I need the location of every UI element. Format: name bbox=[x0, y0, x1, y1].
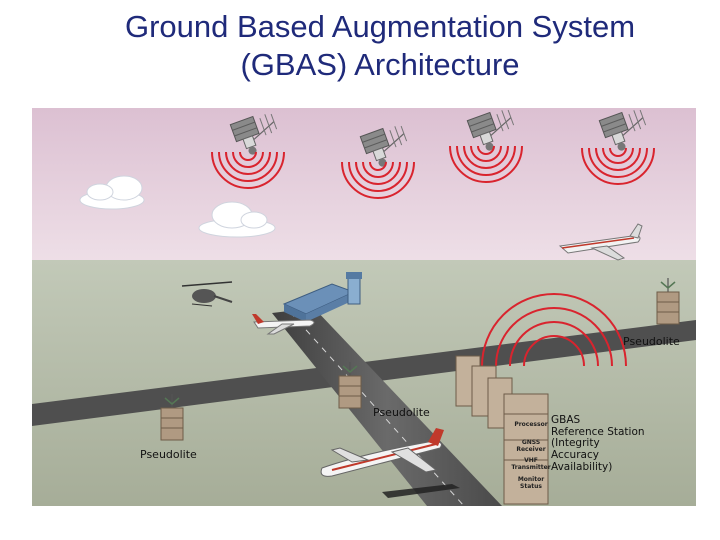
signal-waves-icon bbox=[481, 293, 627, 367]
gbas-reference-station-description: GBAS Reference Station (Integrity Accura… bbox=[551, 414, 645, 473]
airliner-icon bbox=[252, 314, 315, 335]
title-line-1: Ground Based Augmentation System bbox=[124, 9, 636, 44]
airliner-icon bbox=[320, 428, 460, 498]
page-title: Ground Based Augmentation System (GBAS) … bbox=[60, 8, 700, 84]
title-line-2: (GBAS) Architecture bbox=[240, 47, 520, 82]
cloud-icon bbox=[198, 201, 276, 238]
pseudolite-label: Pseudolite bbox=[623, 335, 680, 348]
processor-label: Processor bbox=[514, 421, 548, 428]
helicopter-icon bbox=[181, 281, 233, 307]
cloud-icon bbox=[79, 175, 145, 210]
terminal-building-icon bbox=[282, 272, 362, 322]
pseudolite-label: Pseudolite bbox=[373, 406, 430, 419]
pseudolite-label: Pseudolite bbox=[140, 448, 197, 461]
gbas-architecture-diagram bbox=[32, 108, 696, 506]
reference-station-icon bbox=[455, 355, 549, 505]
airliner-icon bbox=[558, 223, 643, 261]
